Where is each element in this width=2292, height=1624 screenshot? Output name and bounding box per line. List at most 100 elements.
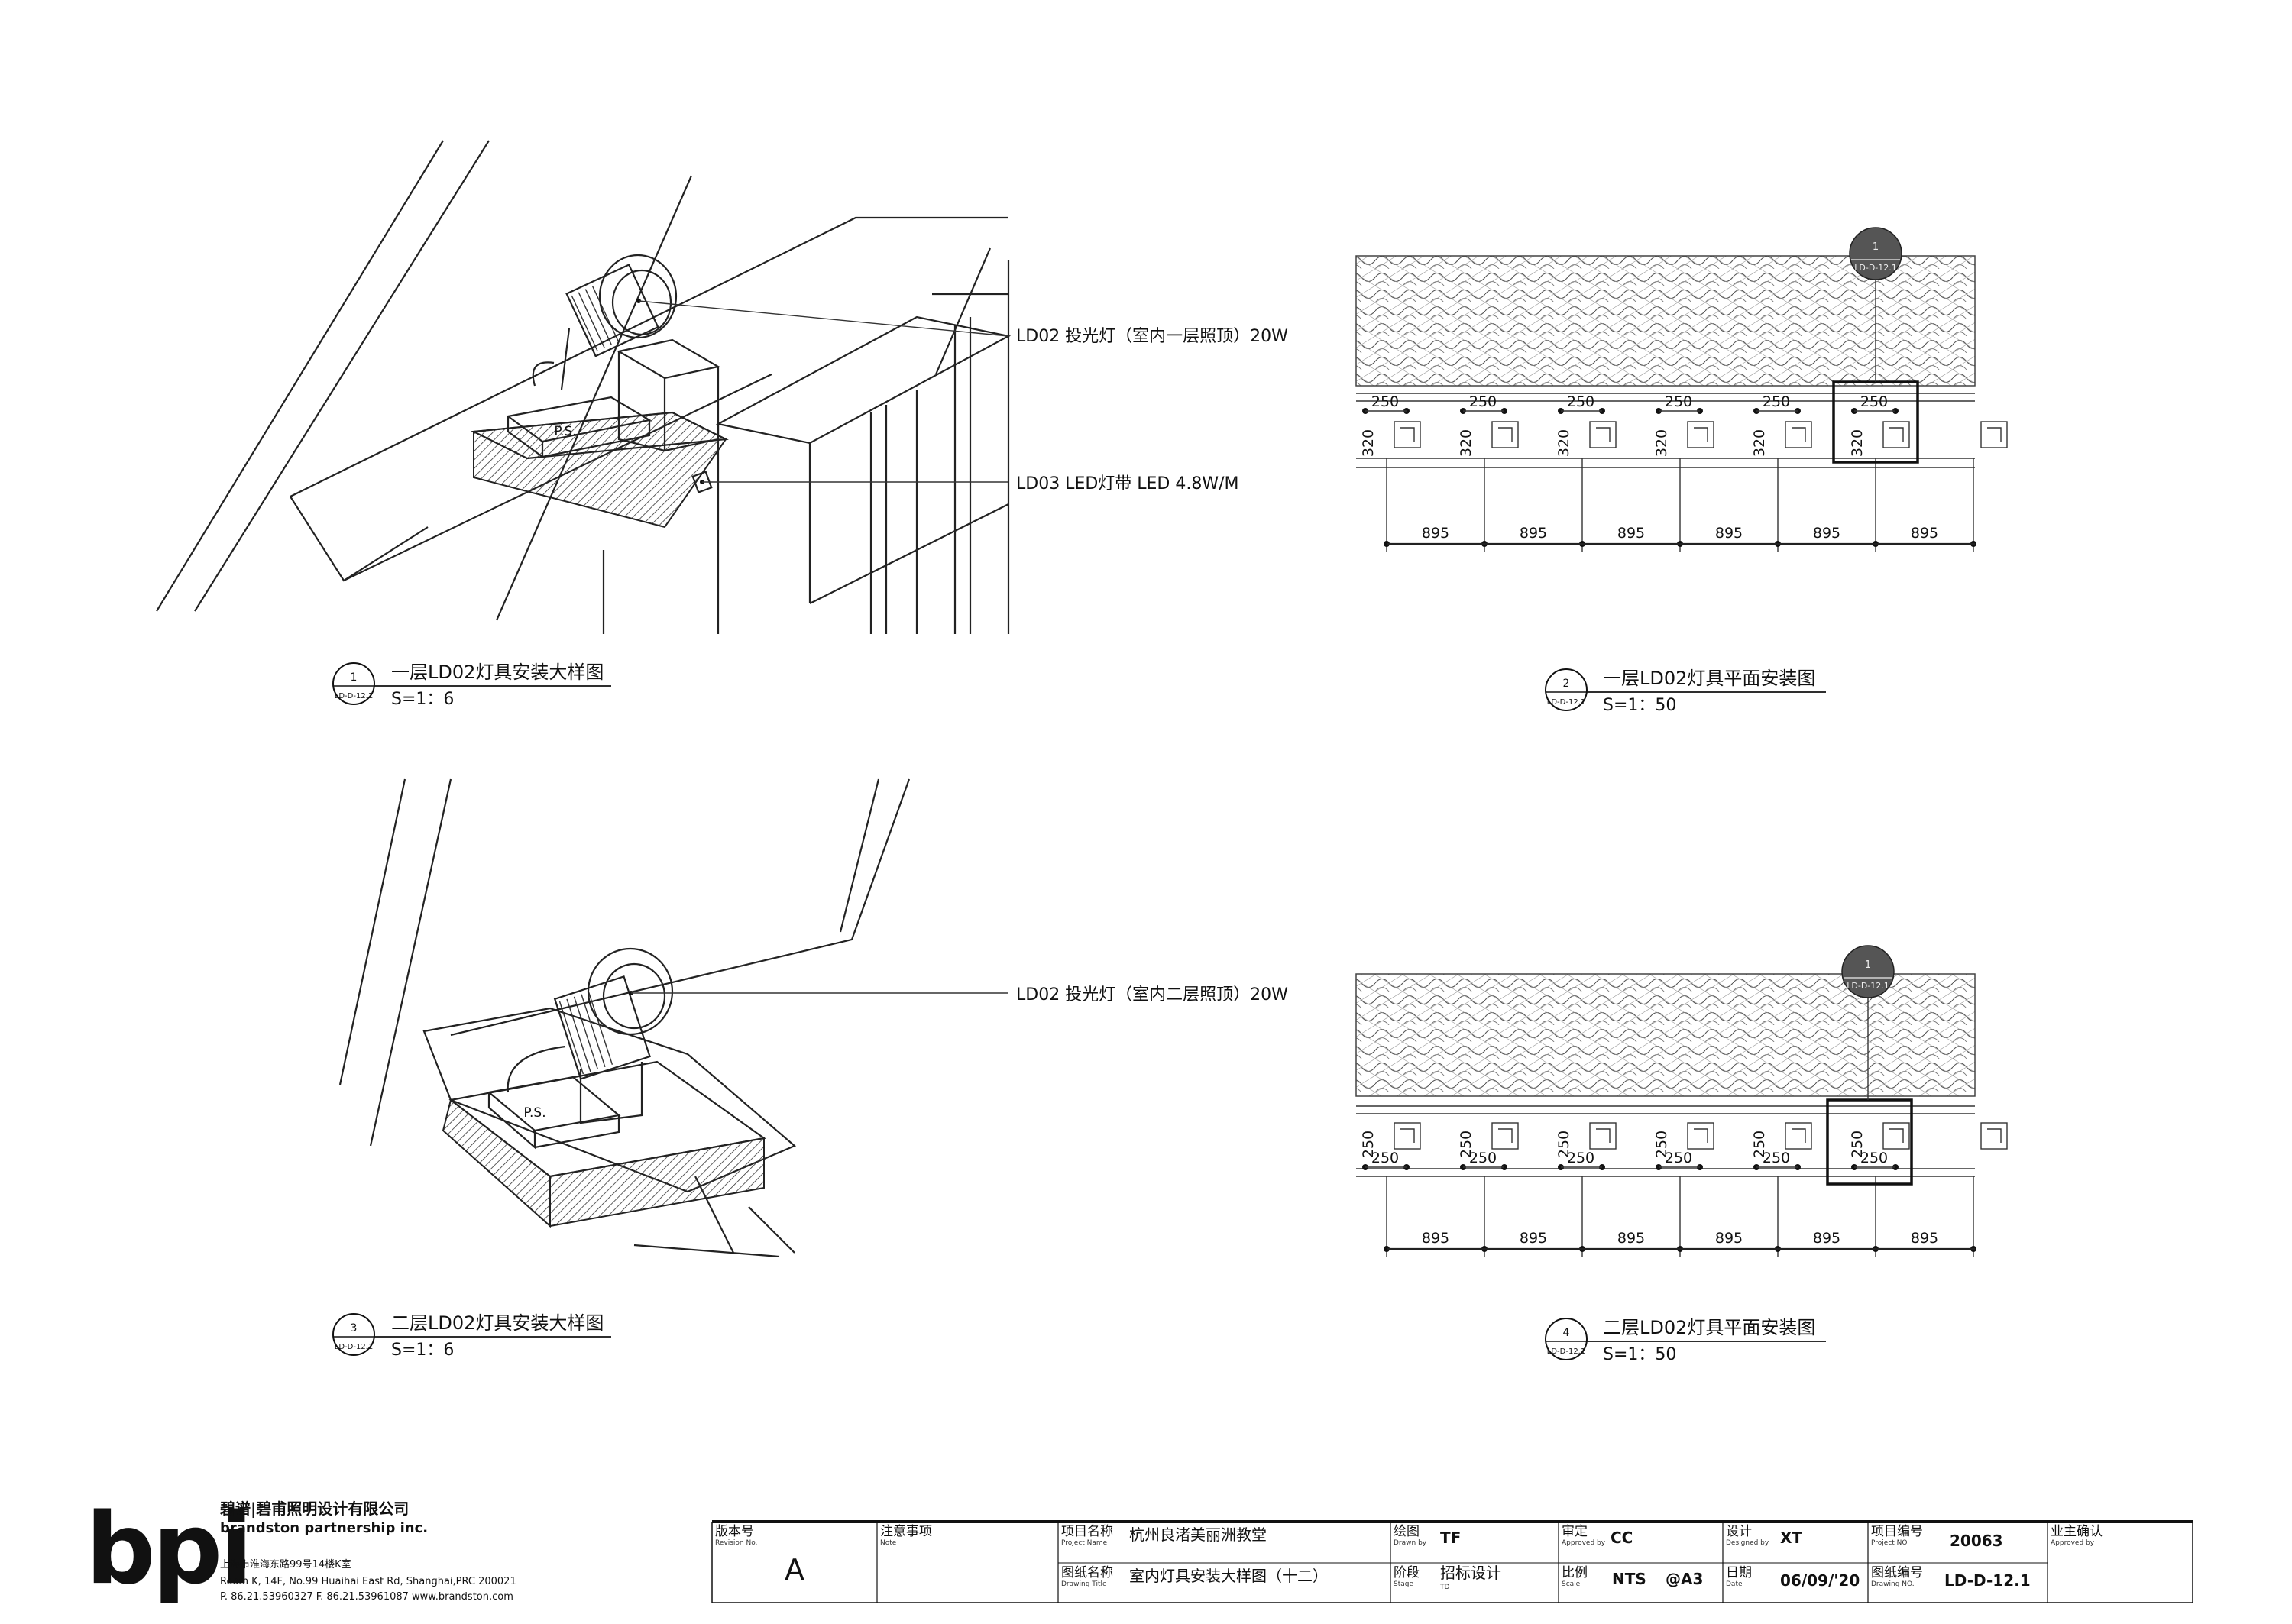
dim-depth: 320 <box>1556 429 1572 457</box>
dim-spacing: 895 <box>1813 525 1840 542</box>
drawing-title: 室内灯具安装大样图（十二） <box>1129 1567 1328 1585</box>
fixture-symbol <box>1394 421 1421 448</box>
dim-offset: 250 <box>1860 1150 1888 1166</box>
svg-text:日期: 日期 <box>1726 1565 1752 1580</box>
detail-3-isometric <box>338 778 1008 1258</box>
dim-spacing: 895 <box>1422 1230 1449 1247</box>
stage: 招标设计 <box>1440 1564 1501 1582</box>
dim-offset: 250 <box>1371 393 1399 410</box>
paper-size: @A3 <box>1666 1570 1703 1588</box>
detail-title: 一层LD02灯具平面安装图 <box>1603 668 1815 689</box>
company-block: bpi 碧谱|碧甫照明设计有限公司 brandston partnership … <box>86 1493 516 1606</box>
marker-sheet: LD-D-12.1 <box>1854 263 1897 273</box>
fixture-symbol <box>1785 421 1812 448</box>
svg-text:阶段: 阶段 <box>1394 1565 1420 1580</box>
company-address-cn: 上海市淮海东路99号14楼K室 <box>220 1558 351 1571</box>
svg-text:LD-D-12.1: LD-D-12.1 <box>335 692 373 700</box>
dim-offset: 250 <box>1567 1150 1594 1166</box>
dim-depth: 320 <box>1458 429 1475 457</box>
svg-text:Stage: Stage <box>1394 1580 1413 1588</box>
detail-title-3: 3 LD-D-12.1 二层LD02灯具安装大样图 S=1：6 <box>332 1312 611 1360</box>
fixture-symbol <box>1980 1122 2008 1150</box>
svg-text:1: 1 <box>351 671 358 684</box>
detail-title: 一层LD02灯具安装大样图 <box>391 662 604 683</box>
svg-text:设计: 设计 <box>1726 1524 1752 1539</box>
svg-text:Note: Note <box>880 1539 897 1547</box>
date: 06/09/'20 <box>1780 1571 1860 1590</box>
detail-title-2: 2 LD-D-12.1 一层LD02灯具平面安装图 S=1：50 <box>1545 668 1826 715</box>
company-name-cn: 碧谱|碧甫照明设计有限公司 <box>219 1499 409 1518</box>
fixture-symbol <box>1394 1122 1421 1150</box>
fixture-symbol <box>1589 421 1617 448</box>
svg-text:版本号: 版本号 <box>715 1524 754 1539</box>
section-marker-plan-1f[interactable]: 1 LD-D-12.1 <box>1849 227 1902 280</box>
detail-scale: S=1：6 <box>391 1341 454 1360</box>
section-marker-plan-2f[interactable]: 1 LD-D-12.1 <box>1841 945 1895 998</box>
detail-title: 二层LD02灯具安装大样图 <box>391 1312 604 1334</box>
dim-spacing: 895 <box>1422 525 1449 542</box>
dim-depth: 320 <box>1360 429 1377 457</box>
detail-scale: S=1：6 <box>391 690 454 709</box>
dim-spacing: 895 <box>1715 1230 1743 1247</box>
svg-text:LD-D-12.1: LD-D-12.1 <box>335 1343 373 1351</box>
fixture-symbol <box>1687 1122 1714 1150</box>
svg-text:Revision No.: Revision No. <box>715 1539 757 1547</box>
svg-text:绘图: 绘图 <box>1394 1524 1420 1539</box>
svg-text:LD-D-12.1: LD-D-12.1 <box>1547 1347 1585 1356</box>
marker-sheet: LD-D-12.1 <box>1847 981 1889 991</box>
dim-spacing: 895 <box>1520 525 1547 542</box>
svg-text:图纸名称: 图纸名称 <box>1061 1565 1113 1580</box>
dim-offset: 250 <box>1665 393 1692 410</box>
dim-offset: 250 <box>1567 393 1594 410</box>
dim-offset: 250 <box>1763 393 1790 410</box>
fixture-symbol <box>1785 1122 1812 1150</box>
detail-2-plan: 895 250 320 895 250 320 895 250 320 895 250 320 895 2… <box>1355 255 2008 552</box>
svg-text:Date: Date <box>1726 1580 1743 1588</box>
fixture-symbol <box>1687 421 1714 448</box>
callout-ld02-1f: LD02 投光灯（室内一层照顶）20W <box>1016 327 1288 346</box>
dim-spacing: 895 <box>1617 1230 1645 1247</box>
dim-spacing: 895 <box>1813 1230 1840 1247</box>
company-logo: bpi <box>86 1493 250 1606</box>
project-no: 20063 <box>1950 1532 2003 1550</box>
fixture-symbol <box>1491 421 1519 448</box>
company-address-en: Room K, 14F, No.99 Huaihai East Rd, Shan… <box>220 1576 516 1587</box>
svg-text:Approved by: Approved by <box>2051 1539 2095 1547</box>
revision-value: A <box>785 1553 804 1587</box>
approved-by: CC <box>1611 1529 1633 1547</box>
dim-offset: 250 <box>1665 1150 1692 1166</box>
ps-label: P.S. <box>523 1105 545 1121</box>
dim-offset: 250 <box>1469 393 1497 410</box>
dim-spacing: 895 <box>1617 525 1645 542</box>
dim-depth: 250 <box>1751 1131 1768 1158</box>
dim-spacing: 895 <box>1715 525 1743 542</box>
callout-ld02-2f: LD02 投光灯（室内二层照顶）20W <box>1016 985 1288 1004</box>
svg-text:LD-D-12.1: LD-D-12.1 <box>1547 698 1585 707</box>
designed-by: XT <box>1780 1529 1802 1547</box>
dim-spacing: 895 <box>1911 1230 1938 1247</box>
svg-text:Drawing Title: Drawing Title <box>1061 1580 1107 1588</box>
dim-spacing: 895 <box>1520 1230 1547 1247</box>
svg-text:审定: 审定 <box>1562 1524 1588 1539</box>
detail-4-plan: 8952502508952502508952502508952502508952… <box>1355 973 2008 1257</box>
dim-offset: 250 <box>1763 1150 1790 1166</box>
svg-text:Designed by: Designed by <box>1726 1539 1769 1547</box>
drawn-by: TF <box>1440 1529 1461 1547</box>
dim-offset: 250 <box>1371 1150 1399 1166</box>
fixture-symbol <box>1589 1122 1617 1150</box>
svg-text:3: 3 <box>351 1322 358 1334</box>
dim-spacing: 895 <box>1911 525 1938 542</box>
dim-offset: 250 <box>1469 1150 1497 1166</box>
fixture-symbol <box>1882 421 1910 448</box>
company-contact: P. 86.21.53960327 F. 86.21.53961087 www.… <box>220 1591 513 1603</box>
detail-scale: S=1：50 <box>1603 696 1676 715</box>
svg-text:图纸编号: 图纸编号 <box>1871 1565 1923 1580</box>
dim-depth: 250 <box>1849 1131 1866 1158</box>
detail-1-isometric <box>156 140 1012 634</box>
dim-depth: 320 <box>1751 429 1768 457</box>
detail-title-1: 1 LD-D-12.1 一层LD02灯具安装大样图 S=1：6 <box>332 662 611 709</box>
ps-label: P.S. <box>554 424 576 439</box>
svg-text:2: 2 <box>1563 678 1570 690</box>
fixture-symbol <box>1980 421 2008 448</box>
